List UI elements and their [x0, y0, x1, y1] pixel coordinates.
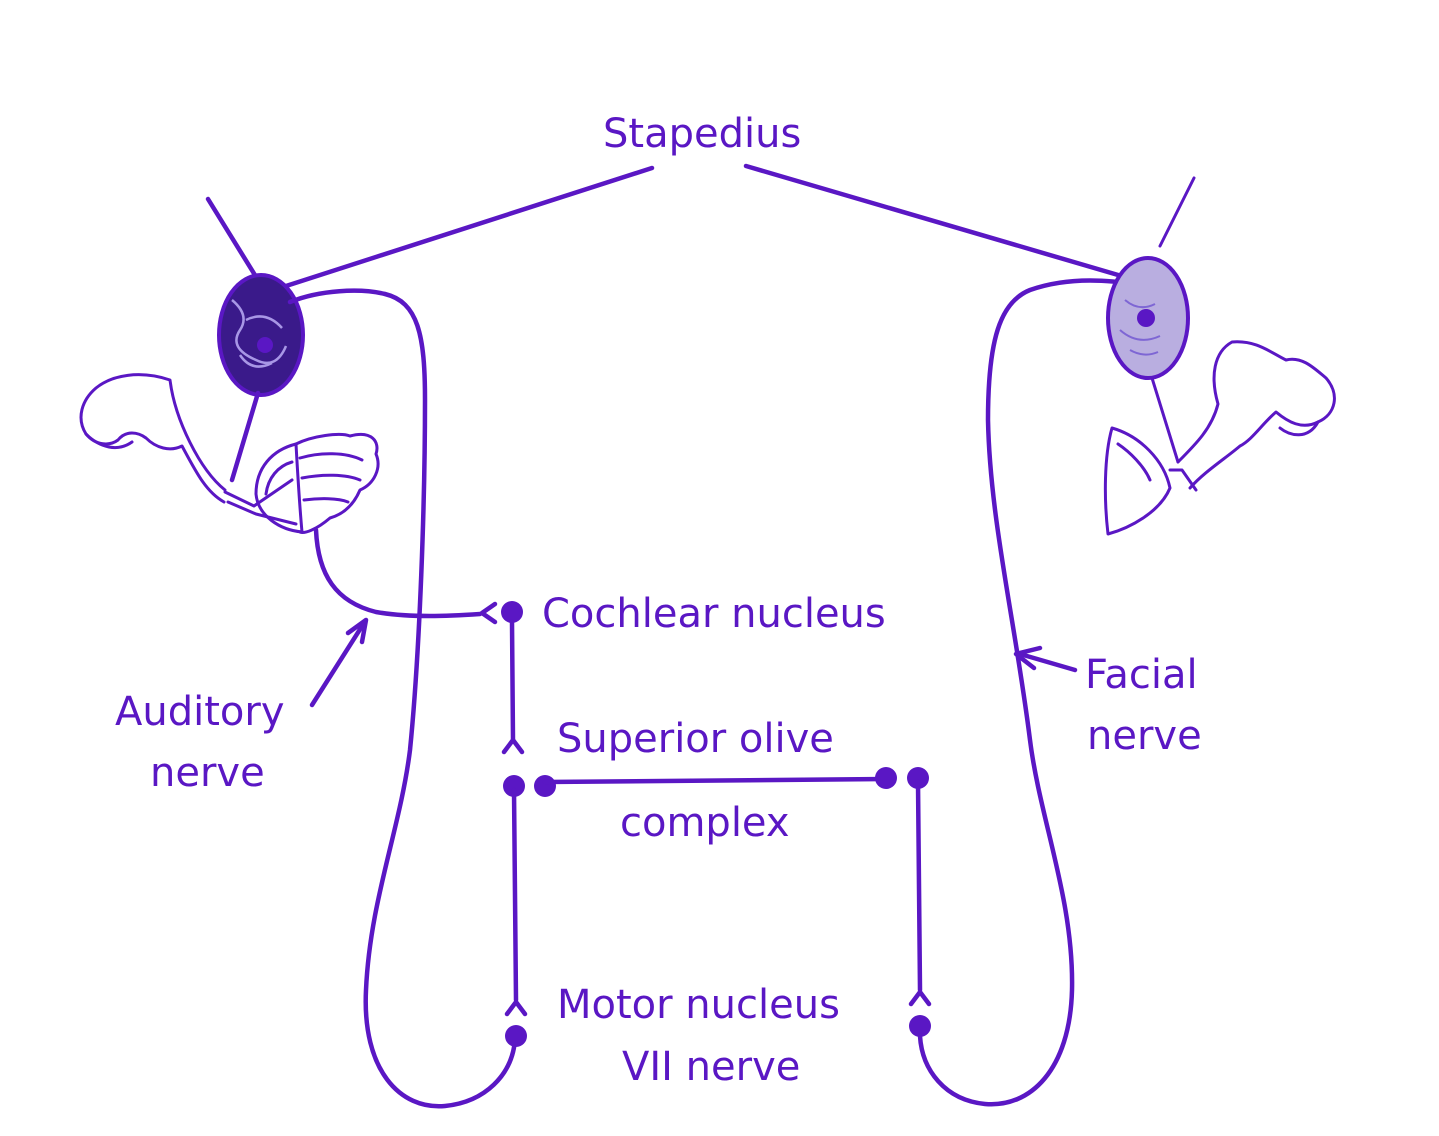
stapedius-right-nucleus-dot: [1137, 309, 1155, 327]
olive-synapse-left: [501, 737, 525, 755]
label-auditory-nerve-line2: nerve: [150, 750, 265, 796]
olive-crossing-line: [542, 776, 889, 785]
facial-nerve-loop-left: [287, 288, 518, 1109]
olive-to-motor-left: [511, 787, 519, 1003]
stapedius-leader-left: [283, 165, 655, 289]
motor-synapse-left: [504, 999, 528, 1017]
stapedius-left-nucleus-dot: [257, 337, 273, 353]
ossicles-right: [1103, 340, 1336, 536]
stapedius-leader-right: [743, 163, 1145, 285]
label-superior-olive-line1: Superior olive: [557, 716, 834, 762]
auditory-nerve-arrowhead: [345, 617, 369, 645]
label-cochlear-nucleus: Cochlear nucleus: [542, 591, 886, 637]
superior-olive-left-dot: [503, 775, 525, 797]
motor-nucleus-left-dot: [505, 1025, 527, 1047]
label-stapedius: Stapedius: [603, 111, 801, 157]
cochlear-to-olive-line: [509, 619, 516, 743]
label-facial-nerve-line2: nerve: [1087, 713, 1202, 759]
superior-olive-right-dot-2: [907, 767, 929, 789]
label-superior-olive-line2: complex: [620, 800, 790, 846]
cochlear-synapse-left: [479, 601, 498, 625]
cochlea-left: [254, 432, 380, 534]
cochlear-nucleus-dot: [501, 601, 523, 623]
facial-nerve-pointer: [1017, 651, 1078, 673]
superior-olive-right-dot-1: [875, 767, 897, 789]
motor-nucleus-right-dot: [909, 1015, 931, 1037]
facial-nerve-arrowhead: [1013, 645, 1043, 671]
auditory-nerve-pointer: [309, 620, 367, 708]
ossicles-left: [79, 373, 298, 526]
auditory-nerve-fiber: [313, 527, 483, 619]
label-facial-nerve-line1: Facial: [1085, 652, 1198, 698]
motor-synapse-right: [908, 989, 932, 1007]
label-motor-nucleus-line1: Motor nucleus: [557, 982, 840, 1028]
stapedius-muscle-right: [1106, 176, 1196, 464]
label-auditory-nerve-line1: Auditory: [115, 689, 285, 735]
superior-olive-mid-dot: [534, 775, 556, 797]
facial-nerve-loop-right: [917, 278, 1153, 1107]
stapedius-muscle-left: [205, 196, 305, 483]
olive-to-motor-right: [915, 779, 923, 993]
label-motor-nucleus-line2: VII nerve: [622, 1044, 800, 1090]
